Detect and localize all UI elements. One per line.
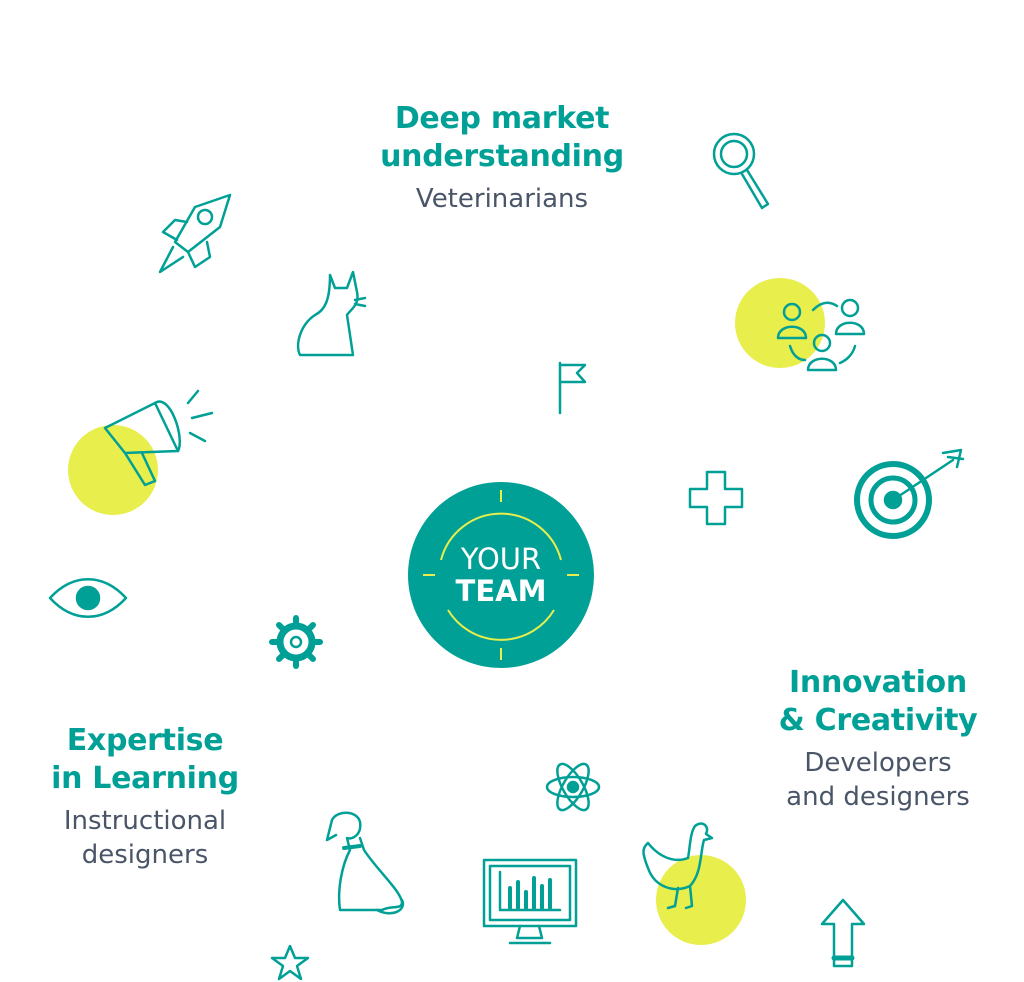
subtitle-line: Instructional xyxy=(63,806,227,836)
accent-circle xyxy=(735,278,825,368)
subtitle-line: designers xyxy=(81,840,209,870)
star-icon xyxy=(270,944,310,982)
block-subtitle: Instructional designers xyxy=(25,804,265,872)
subtitle-line: Developers xyxy=(804,748,952,778)
monitor-chart-icon xyxy=(482,858,578,946)
arrow-up-icon xyxy=(820,898,866,968)
dog-icon xyxy=(322,810,407,918)
title-line: & Creativity xyxy=(778,703,978,738)
megaphone-icon xyxy=(100,383,215,488)
atom-icon xyxy=(545,757,601,817)
block-innovation: Innovation& Creativity Developers and des… xyxy=(748,664,1008,814)
subtitle-line: and designers xyxy=(786,782,970,812)
eye-icon xyxy=(48,578,128,618)
target-icon xyxy=(853,445,965,540)
title-line: Innovation xyxy=(789,665,967,700)
title-line: in Learning xyxy=(51,761,239,796)
plus-icon xyxy=(688,470,744,526)
gear-icon xyxy=(269,615,323,669)
block-subtitle: Veterinarians xyxy=(415,184,589,214)
title-line: Expertise xyxy=(66,723,224,758)
team-collaboration-icon xyxy=(775,298,867,373)
block-subtitle: Developers and designers xyxy=(748,746,1008,814)
center-line-1: YOUR xyxy=(460,542,542,576)
accent-circle xyxy=(656,855,746,945)
center-line-2: TEAM xyxy=(455,574,547,608)
chicken-icon xyxy=(640,818,720,913)
title-line: Deep market xyxy=(394,101,610,136)
magnifier-icon xyxy=(710,130,775,215)
rocket-icon xyxy=(155,192,235,277)
flag-icon xyxy=(555,360,590,415)
your-team-badge: YOUR TEAM xyxy=(408,482,594,668)
block-title: Innovation& Creativity xyxy=(748,664,1008,740)
cat-icon xyxy=(295,270,367,360)
title-line: understanding xyxy=(380,139,624,174)
